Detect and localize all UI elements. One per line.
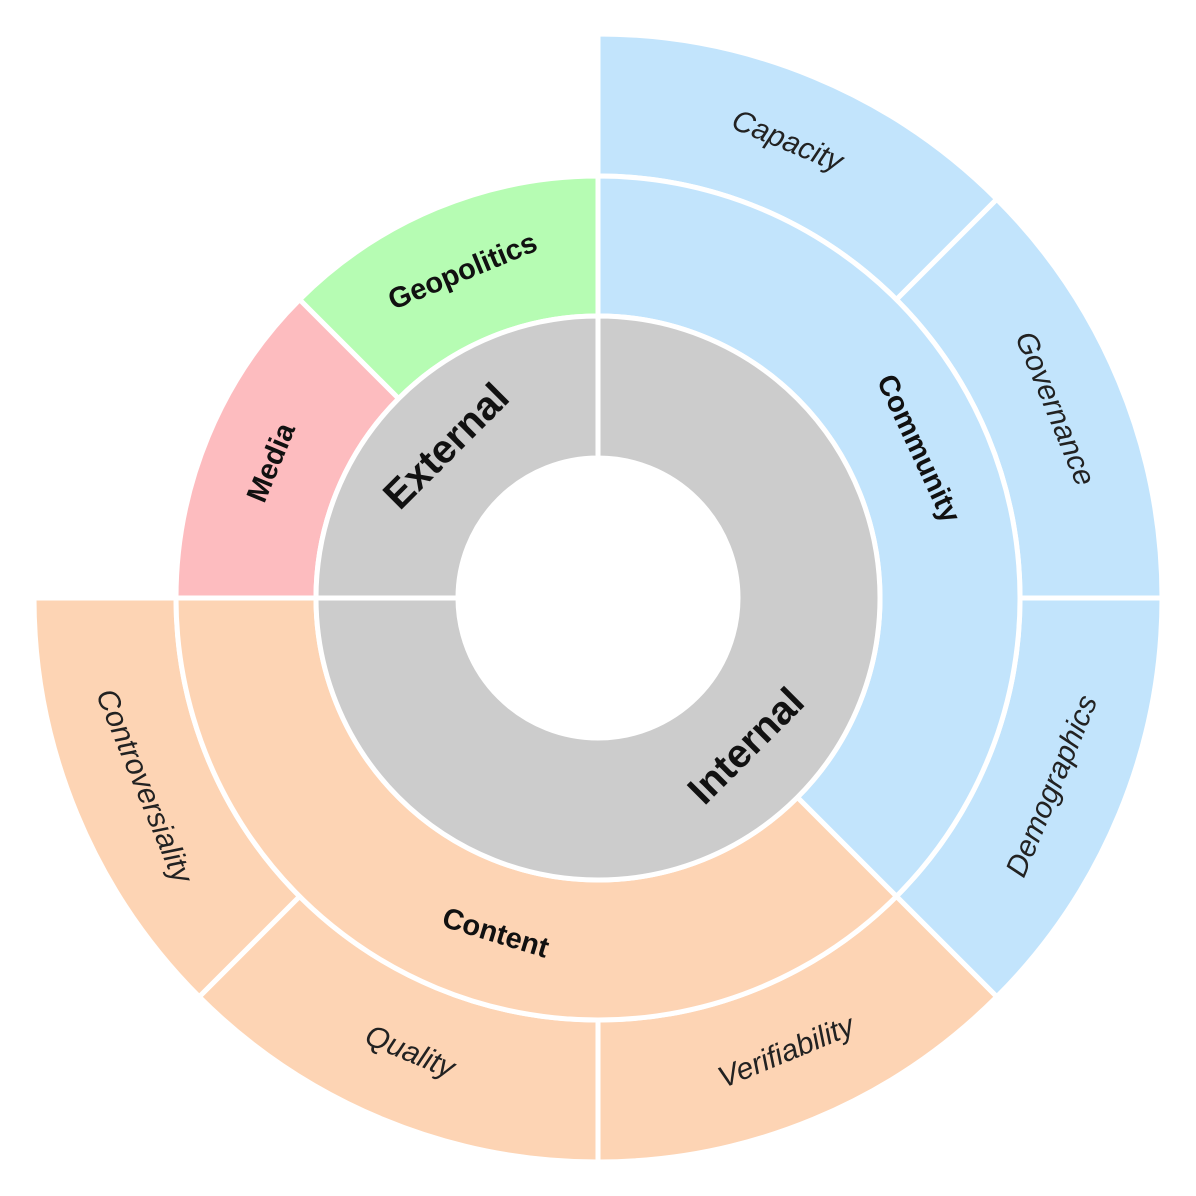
outer-ring <box>31 31 1165 1165</box>
middle-ring <box>173 173 1023 1023</box>
segment-internal[interactable] <box>313 313 883 883</box>
inner-ring <box>313 313 883 883</box>
segment-external[interactable] <box>313 313 601 601</box>
